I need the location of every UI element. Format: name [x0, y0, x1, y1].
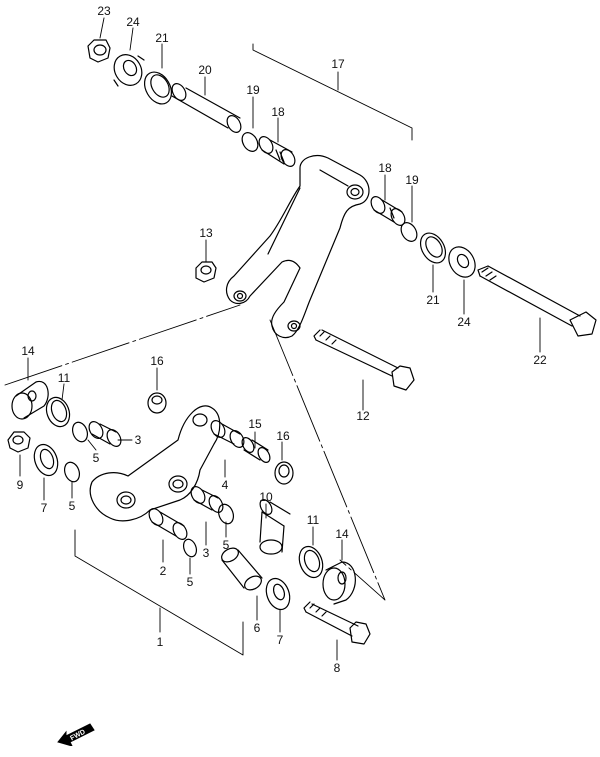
callout-9: 9 — [16, 478, 24, 492]
part-10-spacer-tube — [259, 499, 291, 555]
callout-2: 2 — [159, 564, 167, 578]
part-20-spacer-tube — [171, 83, 242, 133]
callout-14-left: 14 — [21, 344, 35, 358]
callout-12: 12 — [356, 409, 370, 423]
part-7-washer-left — [33, 443, 59, 477]
callout-7-left: 7 — [40, 501, 48, 515]
callout-19-right: 19 — [405, 173, 419, 187]
callout-11-left: 11 — [57, 371, 71, 385]
callout-18-upper: 18 — [271, 105, 285, 119]
leader-5a — [87, 439, 97, 451]
part-11-seal-right — [298, 545, 324, 579]
assembly-line-left — [4, 304, 241, 386]
callout-6: 6 — [253, 621, 261, 635]
part-21-seal-upper — [143, 71, 173, 105]
leader-lines — [4, 17, 541, 661]
part-18-bearing-upper-left — [258, 136, 296, 167]
callout-5-a: 5 — [92, 451, 100, 465]
callout-8: 8 — [333, 661, 341, 675]
part-6-spacer-tube — [221, 547, 263, 591]
callout-13: 13 — [199, 226, 213, 240]
callout-5-c: 5 — [222, 538, 230, 552]
part-23-nut — [87, 39, 111, 63]
leader-11a — [61, 383, 65, 401]
part-14-washer-left — [11, 380, 49, 420]
part-12-bolt — [313, 329, 415, 391]
part-4-bearing — [210, 420, 245, 448]
callout-15: 15 — [248, 417, 262, 431]
callout-16-upper: 16 — [150, 354, 164, 368]
part-1-cushion-rod — [89, 405, 221, 522]
callout-16-right: 16 — [276, 429, 290, 443]
part-18-bearing-upper-right — [370, 196, 406, 226]
callout-3-upper: 3 — [134, 433, 142, 447]
part-16-bush-upper — [147, 392, 167, 414]
callout-7-right: 7 — [276, 633, 284, 647]
part-5-ring-c — [217, 503, 235, 525]
part-7-washer-right — [265, 577, 291, 611]
leader-23 — [99, 17, 105, 39]
callout-19-upper: 19 — [246, 83, 260, 97]
part-2-bearing — [148, 508, 188, 540]
part-11-seal-left — [45, 396, 71, 428]
callout-14-right: 14 — [335, 527, 349, 541]
callout-22: 22 — [533, 353, 547, 367]
callout-3-lower: 3 — [202, 546, 210, 560]
callout-21-right: 21 — [426, 293, 440, 307]
callout-4: 4 — [221, 478, 229, 492]
part-5-ring-b — [63, 461, 81, 483]
part-16-bush-right — [274, 461, 294, 485]
callout-18-right: 18 — [378, 161, 392, 175]
leader-24a — [129, 27, 134, 51]
callout-11-right: 11 — [306, 513, 320, 527]
part-15-spacer — [241, 437, 271, 463]
callout-5-b: 5 — [68, 499, 76, 513]
callout-17: 17 — [331, 57, 345, 71]
part-17-cushion-lever — [225, 155, 370, 339]
callout-20: 20 — [198, 63, 212, 77]
callout-24-right: 24 — [457, 315, 471, 329]
callout-24-upper: 24 — [126, 15, 140, 29]
callout-23: 23 — [97, 4, 111, 18]
part-13-nut — [195, 261, 217, 283]
part-24-washer-right — [448, 246, 476, 278]
part-21-seal-right — [419, 232, 447, 264]
part-5-ring-d — [182, 538, 198, 558]
part-5-ring-a — [71, 421, 89, 443]
forward-direction-arrow-icon — [57, 723, 95, 746]
callout-21-upper: 21 — [155, 31, 169, 45]
part-3-bearing-a — [88, 421, 122, 447]
part-8-bolt — [303, 601, 371, 645]
part-3-bearing-b — [190, 486, 224, 513]
part-19-ring-upper — [241, 132, 259, 152]
part-14-washer-right — [322, 561, 356, 605]
part-9-nut — [7, 431, 31, 453]
callout-10: 10 — [259, 490, 273, 504]
bracket-1 — [74, 529, 244, 656]
part-22-bolt — [477, 265, 597, 337]
bracket-17 — [252, 43, 413, 141]
callout-5-d: 5 — [186, 575, 194, 589]
part-19-ring-right — [400, 222, 418, 242]
assembly-line-right — [269, 319, 386, 601]
part-24-washer-upper — [113, 54, 145, 87]
callout-1: 1 — [156, 635, 164, 649]
